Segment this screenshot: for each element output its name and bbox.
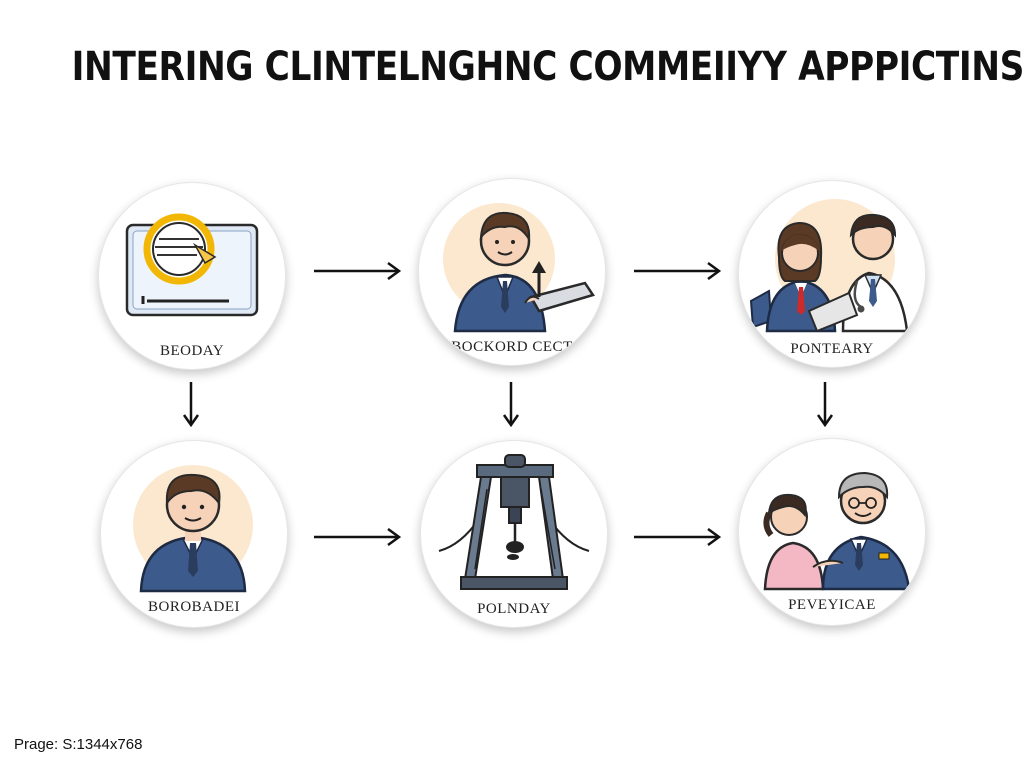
document-magnifier-icon <box>125 213 259 317</box>
node-3: PONTEARY <box>738 180 926 368</box>
person-with-tablet-icon <box>443 203 595 333</box>
node-4: BOROBADEI <box>100 440 288 628</box>
node-label: POLNDAY <box>477 601 551 617</box>
node-5: POLNDAY <box>420 440 608 628</box>
node-1: BEODAY <box>98 182 286 370</box>
arrow-right <box>634 527 722 547</box>
node-label: PONTEARY <box>790 341 874 357</box>
node-6: PEVEYICAE <box>738 438 926 626</box>
arrow-down <box>816 382 834 428</box>
node-label: BOROBADEI <box>147 599 240 615</box>
arrow-right <box>314 261 402 281</box>
woman-and-elder-man-icon <box>763 471 911 591</box>
arrow-down <box>502 382 520 428</box>
node-label: BEODAY <box>159 343 225 359</box>
patient-and-doctor-icon <box>749 199 909 333</box>
businessman-icon <box>133 465 253 593</box>
gantry-crane-icon <box>438 454 590 590</box>
arrow-right <box>314 527 402 547</box>
arrow-down <box>182 382 200 428</box>
node-label: PEVEYICAE <box>788 597 876 613</box>
diagram-title: INTERING CLINTELNGHNC COMMEIIYY APPPICTI… <box>71 44 1024 90</box>
arrow-right <box>634 261 722 281</box>
node-2: BOCKORD CECT <box>418 178 606 366</box>
node-label: BOCKORD CECT <box>451 339 573 355</box>
page-footer: Prage: S:1344x768 <box>14 736 143 753</box>
